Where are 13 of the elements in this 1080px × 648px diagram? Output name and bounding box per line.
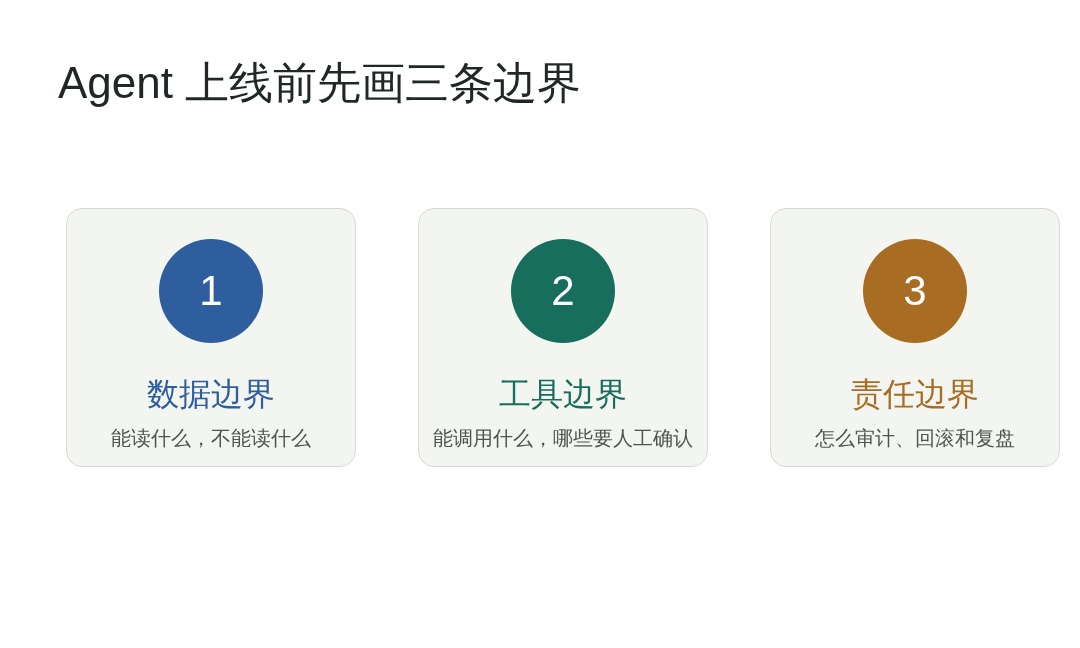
card (66, 208, 356, 467)
card-description: 能读什么，不能读什么 (111, 426, 311, 451)
number-badge: 3 (863, 239, 967, 343)
number-badge: 1 (159, 239, 263, 343)
card-heading: 工具边界 (499, 375, 627, 414)
card (418, 208, 708, 467)
card (770, 208, 1060, 467)
card-heading: 数据边界 (147, 375, 275, 414)
card-description: 怎么审计、回滚和复盘 (815, 426, 1015, 451)
card-description: 能调用什么，哪些要人工确认 (433, 426, 693, 451)
card-heading: 责任边界 (851, 375, 979, 414)
slide-title: Agent 上线前先画三条边界 (58, 57, 582, 109)
number-badge: 2 (511, 239, 615, 343)
